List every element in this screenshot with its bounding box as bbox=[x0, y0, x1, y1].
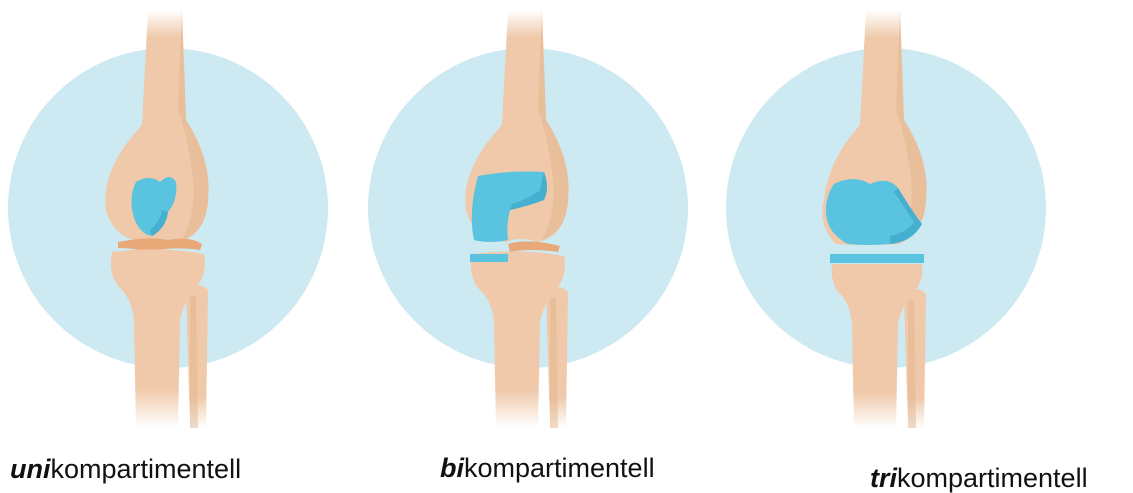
caption-suffix: kompartimentell bbox=[51, 454, 242, 484]
caption-bicompartmental: bikompartimentell bbox=[440, 455, 655, 482]
panel-bicompartmental: bikompartimentell bbox=[360, 0, 720, 493]
caption-unicompartmental: unikompartimentell bbox=[10, 456, 241, 483]
caption-prefix: uni bbox=[10, 454, 51, 484]
knee-illustration-uni bbox=[0, 0, 360, 440]
panel-tricompartmental: trikompartimentell bbox=[718, 0, 1078, 493]
caption-suffix: kompartimentell bbox=[464, 453, 655, 483]
caption-tricompartmental: trikompartimentell bbox=[870, 465, 1088, 492]
caption-suffix: kompartimentell bbox=[897, 463, 1088, 493]
tibial-tray-icon bbox=[470, 254, 508, 262]
caption-prefix: tri bbox=[870, 463, 897, 493]
caption-prefix: bi bbox=[440, 453, 464, 483]
knee-illustration-tri bbox=[718, 0, 1078, 440]
panel-unicompartmental: unikompartimentell bbox=[0, 0, 360, 493]
knee-illustration-bi bbox=[360, 0, 720, 440]
tibial-tray-icon bbox=[830, 254, 924, 263]
